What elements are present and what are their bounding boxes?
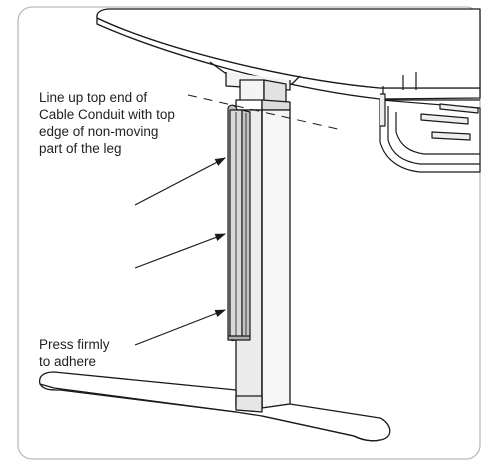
illustration-frame — [17, 6, 481, 460]
alignment-line — [187, 94, 343, 131]
cable-conduit — [227, 104, 251, 342]
press-instruction-line: Press firmly — [39, 337, 110, 352]
lineup-instruction-line: edge of non-moving — [39, 124, 159, 139]
lineup-instruction-line: part of the leg — [39, 141, 122, 156]
desk-top — [96, 8, 481, 100]
foot-base — [38, 371, 391, 442]
cable-tray — [379, 72, 481, 173]
press-instruction-line: to adhere — [39, 354, 97, 369]
lineup-instruction: Line up top end of Cable Conduit with to… — [39, 89, 175, 157]
lineup-instruction-line: Line up top end of — [39, 90, 148, 105]
lineup-instruction-line: Cable Conduit with top — [39, 107, 175, 122]
arrow-middle — [134, 233, 227, 269]
arrow-lower — [134, 309, 227, 346]
press-instruction: Press firmly to adhere — [39, 336, 110, 370]
press-arrows — [134, 157, 227, 346]
arrow-upper — [134, 157, 226, 206]
